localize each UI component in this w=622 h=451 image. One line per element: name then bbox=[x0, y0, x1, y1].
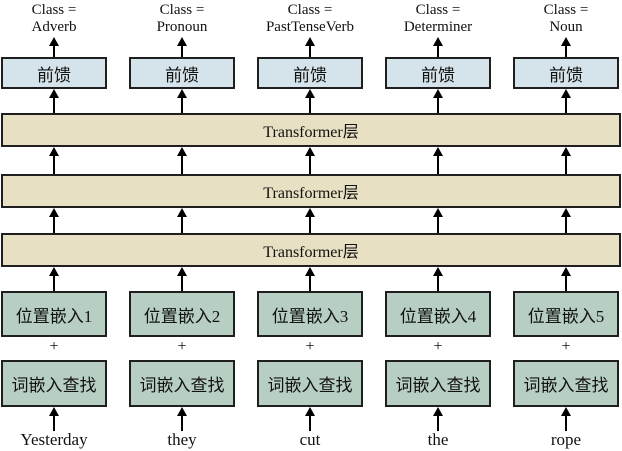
arrow-up-icon bbox=[49, 407, 59, 431]
word-embedding-lookup-label: 词嵌入查找 bbox=[395, 376, 481, 395]
arrow-up-icon bbox=[177, 37, 187, 57]
position-embedding-box: 位置嵌入4 bbox=[385, 291, 491, 337]
word-embedding-lookup-label: 词嵌入查找 bbox=[267, 376, 353, 395]
arrow-up-icon bbox=[433, 267, 443, 291]
plus-operator: + bbox=[305, 338, 315, 355]
arrow-up-icon bbox=[177, 267, 187, 291]
word-embedding-lookup-box: 词嵌入查找 bbox=[1, 360, 107, 407]
word-embedding-lookup-box: 词嵌入查找 bbox=[129, 360, 235, 407]
arrow-up-icon bbox=[305, 89, 315, 113]
input-word: rope bbox=[550, 430, 582, 449]
class-label: Class = Determiner bbox=[385, 2, 491, 36]
class-label-prefix: Class = bbox=[415, 2, 461, 18]
arrow-up-icon bbox=[433, 407, 443, 431]
position-embedding-label: 位置嵌入3 bbox=[271, 306, 349, 326]
arrow-up-icon bbox=[561, 267, 571, 291]
position-embedding-label: 位置嵌入5 bbox=[527, 306, 605, 326]
class-label-prefix: Class = bbox=[287, 2, 333, 18]
arrow-up-icon bbox=[49, 267, 59, 291]
arrow-up-icon bbox=[305, 267, 315, 291]
class-label-prefix: Class = bbox=[543, 2, 589, 18]
arrow-up-icon bbox=[305, 147, 315, 174]
arrow-up-icon bbox=[305, 407, 315, 431]
column-2: Class = Pronoun 前馈 位置嵌入2 + 词嵌入查找 they bbox=[129, 0, 235, 451]
class-label: Class = Noun bbox=[513, 2, 619, 36]
word-embedding-lookup-box: 词嵌入查找 bbox=[385, 360, 491, 407]
position-embedding-label: 位置嵌入2 bbox=[143, 306, 221, 326]
class-label: Class = PastTenseVerb bbox=[257, 2, 363, 36]
class-label-value: Adverb bbox=[31, 19, 77, 35]
transformer-layer-box-2: Transformer层 bbox=[1, 174, 621, 208]
input-word: the bbox=[427, 430, 449, 449]
arrow-up-icon bbox=[561, 147, 571, 174]
class-label-prefix: Class = bbox=[31, 2, 77, 18]
transformer-layer-box-1: Transformer层 bbox=[1, 113, 621, 147]
feedforward-box: 前馈 bbox=[257, 57, 363, 89]
arrow-up-icon bbox=[433, 89, 443, 113]
plus-operator: + bbox=[433, 338, 443, 355]
arrow-up-icon bbox=[177, 89, 187, 113]
class-label-value: PastTenseVerb bbox=[265, 19, 355, 35]
arrow-up-icon bbox=[49, 37, 59, 57]
column-3: Class = PastTenseVerb 前馈 位置嵌入3 + 词嵌入查找 c… bbox=[257, 0, 363, 451]
arrow-up-icon bbox=[305, 37, 315, 57]
position-embedding-label: 位置嵌入1 bbox=[15, 306, 93, 326]
word-embedding-lookup-box: 词嵌入查找 bbox=[257, 360, 363, 407]
position-embedding-label: 位置嵌入4 bbox=[399, 306, 477, 326]
arrow-up-icon bbox=[305, 208, 315, 233]
class-label-value: Pronoun bbox=[156, 19, 208, 35]
feedforward-label: 前馈 bbox=[421, 65, 455, 85]
plus-operator: + bbox=[561, 338, 571, 355]
position-embedding-box: 位置嵌入3 bbox=[257, 291, 363, 337]
plus-operator: + bbox=[177, 338, 187, 355]
arrow-up-icon bbox=[433, 147, 443, 174]
transformer-layer-box-3: Transformer层 bbox=[1, 233, 621, 267]
feedforward-box: 前馈 bbox=[385, 57, 491, 89]
arrow-up-icon bbox=[177, 147, 187, 174]
word-embedding-lookup-label: 词嵌入查找 bbox=[11, 376, 97, 395]
transformer-layer-label: Transformer层 bbox=[263, 185, 359, 202]
arrow-up-icon bbox=[561, 37, 571, 57]
word-embedding-lookup-label: 词嵌入查找 bbox=[139, 376, 225, 395]
position-embedding-box: 位置嵌入1 bbox=[1, 291, 107, 337]
arrow-up-icon bbox=[177, 407, 187, 431]
feedforward-label: 前馈 bbox=[549, 65, 583, 85]
column-1: Class = Adverb 前馈 位置嵌入1 + 词嵌入查找 Yesterda… bbox=[1, 0, 107, 451]
arrow-up-icon bbox=[433, 208, 443, 233]
arrow-up-icon bbox=[433, 37, 443, 57]
word-embedding-lookup-label: 词嵌入查找 bbox=[523, 376, 609, 395]
transformer-layer-label: Transformer层 bbox=[263, 124, 359, 141]
position-embedding-box: 位置嵌入2 bbox=[129, 291, 235, 337]
class-label: Class = Adverb bbox=[1, 2, 107, 36]
arrow-up-icon bbox=[49, 147, 59, 174]
feedforward-box: 前馈 bbox=[129, 57, 235, 89]
arrow-up-icon bbox=[177, 208, 187, 233]
arrow-up-icon bbox=[49, 89, 59, 113]
position-embedding-box: 位置嵌入5 bbox=[513, 291, 619, 337]
word-embedding-lookup-box: 词嵌入查找 bbox=[513, 360, 619, 407]
class-label: Class = Pronoun bbox=[129, 2, 235, 36]
input-word: Yesterday bbox=[20, 430, 88, 449]
feedforward-label: 前馈 bbox=[37, 65, 71, 85]
arrow-up-icon bbox=[561, 89, 571, 113]
feedforward-label: 前馈 bbox=[293, 65, 327, 85]
column-4: Class = Determiner 前馈 位置嵌入4 + 词嵌入查找 the bbox=[385, 0, 491, 451]
column-5: Class = Noun 前馈 位置嵌入5 + 词嵌入查找 rope bbox=[513, 0, 619, 451]
feedforward-box: 前馈 bbox=[513, 57, 619, 89]
input-word: they bbox=[167, 430, 197, 449]
arrow-up-icon bbox=[561, 407, 571, 431]
arrow-up-icon bbox=[49, 208, 59, 233]
arrow-up-icon bbox=[561, 208, 571, 233]
feedforward-box: 前馈 bbox=[1, 57, 107, 89]
class-label-prefix: Class = bbox=[159, 2, 205, 18]
feedforward-label: 前馈 bbox=[165, 65, 199, 85]
class-label-value: Noun bbox=[549, 19, 583, 35]
input-word: cut bbox=[299, 430, 321, 449]
transformer-layer-label: Transformer层 bbox=[263, 244, 359, 261]
class-label-value: Determiner bbox=[403, 19, 473, 35]
plus-operator: + bbox=[49, 338, 59, 355]
